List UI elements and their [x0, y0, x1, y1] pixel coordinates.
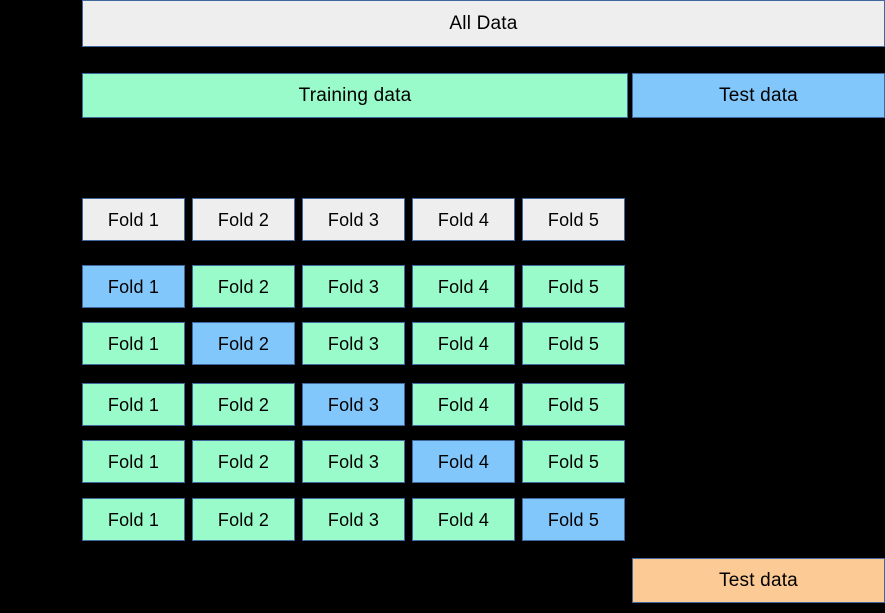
fold-cell-split-2-col4: Fold 4 — [412, 322, 515, 365]
fold-cell-split-2-col5: Fold 5 — [522, 322, 625, 365]
fold-cell-split-1-col3: Fold 3 — [302, 265, 405, 308]
fold-cell-split-2-col3: Fold 3 — [302, 322, 405, 365]
fold-cell-split-5-col4: Fold 4 — [412, 498, 515, 541]
all-data-bar: All Data — [82, 0, 885, 47]
training-data-bar: Training data — [82, 73, 628, 118]
fold-cell-split-2-col2: Fold 2 — [192, 322, 295, 365]
fold-cell-split-3-col3: Fold 3 — [302, 383, 405, 426]
fold-cell-all-folds-col2: Fold 2 — [192, 198, 295, 241]
fold-cell-all-folds-col5: Fold 5 — [522, 198, 625, 241]
fold-cell-split-2-col1: Fold 1 — [82, 322, 185, 365]
fold-cell-split-5-col1: Fold 1 — [82, 498, 185, 541]
fold-cell-split-3-col1: Fold 1 — [82, 383, 185, 426]
fold-cell-split-1-col4: Fold 4 — [412, 265, 515, 308]
fold-cell-all-folds-col1: Fold 1 — [82, 198, 185, 241]
fold-cell-all-folds-col3: Fold 3 — [302, 198, 405, 241]
fold-cell-split-1-col5: Fold 5 — [522, 265, 625, 308]
fold-cell-split-3-col5: Fold 5 — [522, 383, 625, 426]
fold-cell-all-folds-col4: Fold 4 — [412, 198, 515, 241]
fold-cell-split-4-col5: Fold 5 — [522, 440, 625, 483]
fold-cell-split-5-col2: Fold 2 — [192, 498, 295, 541]
fold-cell-split-3-col4: Fold 4 — [412, 383, 515, 426]
test-data-bar: Test data — [632, 73, 885, 118]
fold-cell-split-4-col2: Fold 2 — [192, 440, 295, 483]
fold-cell-split-5-col5: Fold 5 — [522, 498, 625, 541]
fold-cell-split-1-col2: Fold 2 — [192, 265, 295, 308]
fold-cell-split-4-col3: Fold 3 — [302, 440, 405, 483]
fold-cell-split-3-col2: Fold 2 — [192, 383, 295, 426]
fold-cell-split-4-col1: Fold 1 — [82, 440, 185, 483]
fold-cell-split-4-col4: Fold 4 — [412, 440, 515, 483]
final-test-data-bar: Test data — [632, 558, 885, 603]
fold-cell-split-1-col1: Fold 1 — [82, 265, 185, 308]
fold-cell-split-5-col3: Fold 3 — [302, 498, 405, 541]
